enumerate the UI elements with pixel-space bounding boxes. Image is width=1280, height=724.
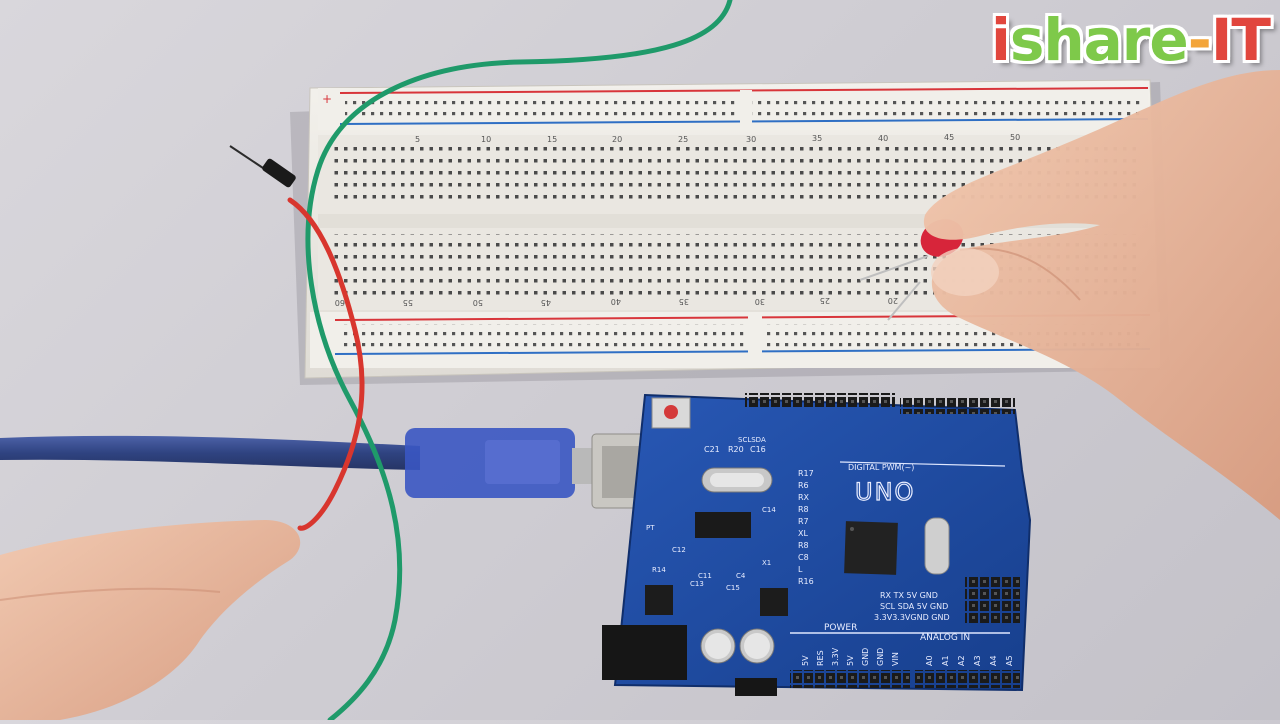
pin-label: A0 <box>925 655 934 666</box>
bb-bottom-number: 20 <box>888 296 898 305</box>
silk-label: R6 <box>798 481 809 490</box>
usb-serial-chip <box>695 512 751 538</box>
silk-label: R8 <box>798 541 809 550</box>
silk-label: R16 <box>798 577 814 586</box>
silk-label: R14 <box>652 566 666 574</box>
pin-label: A1 <box>941 655 950 666</box>
bb-top-number: 30 <box>746 135 756 144</box>
silk-label: C11 <box>698 572 712 580</box>
silk-label: L <box>798 565 803 574</box>
pin-label: A2 <box>957 655 966 666</box>
logo-part: share <box>1009 6 1189 74</box>
arduino-board <box>602 393 1032 696</box>
silk-label: XL <box>798 529 808 538</box>
top-header-left <box>745 393 895 409</box>
bb-bottom-number: 45 <box>541 298 551 307</box>
bb-bottom-number: 25 <box>820 296 830 305</box>
bb-top-number: 40 <box>878 134 888 143</box>
top-header-right <box>900 398 1015 414</box>
silk-label: C14 <box>762 506 776 514</box>
bb-top-number: 15 <box>547 135 557 144</box>
silk-label: R8 <box>798 505 809 514</box>
silk-label: C12 <box>672 546 686 554</box>
silk-label: C16 <box>750 445 766 454</box>
bb-bottom-number: 30 <box>755 297 765 306</box>
bb-top-number: 20 <box>612 135 622 144</box>
right-hand <box>923 70 1280 520</box>
uno-label: UNO <box>855 478 915 506</box>
bb-top-number: 25 <box>678 135 688 144</box>
left-hand <box>0 520 301 720</box>
silk-label: X1 <box>762 559 771 567</box>
red-jumper-wire <box>287 197 365 531</box>
bb-bottom-number: 40 <box>611 297 621 306</box>
bb-bottom-number: 50 <box>473 298 483 307</box>
bb-top-number: 5 <box>415 135 420 144</box>
green-jumper-wire <box>305 0 733 723</box>
silk-label: SCLSDA <box>738 436 766 444</box>
arduino-silkscreen: UNO DIGITAL PWM(~) POWER ANALOG IN C21 R… <box>646 436 970 643</box>
silk-label: C4 <box>736 572 746 580</box>
pin-label: A4 <box>989 655 998 666</box>
pin-label: RES <box>816 650 825 666</box>
logo-part: - <box>1187 6 1212 74</box>
silk-label: SCL SDA 5V GND <box>880 602 948 611</box>
ishare-it-logo: ishare-IT <box>990 6 1271 74</box>
bb-bottom-number: 60 <box>335 298 345 307</box>
silk-label: C8 <box>798 553 809 562</box>
power-label: POWER <box>824 623 857 633</box>
pin-label: A3 <box>973 655 982 666</box>
logo-part: IT <box>1210 6 1271 74</box>
power-header <box>790 670 910 688</box>
analog-pin-labels: A0 A1 A2 A3 A4 A5 <box>925 655 1014 666</box>
silk-label: RX TX 5V GND <box>880 591 938 600</box>
breadboard-top-numbers: 5 10 15 20 25 30 35 40 45 50 <box>415 133 1020 144</box>
bb-top-number: 10 <box>481 135 491 144</box>
analog-label: ANALOG IN <box>920 633 970 643</box>
dc-power-jack <box>602 625 687 680</box>
breadboard-bottom-numbers: 60 55 50 45 40 35 30 25 20 <box>335 296 898 307</box>
silk-label: PT <box>646 524 655 532</box>
pin-label: 3.3V <box>831 647 840 666</box>
pin-label: A5 <box>1005 655 1014 666</box>
pin-label: 5V <box>801 655 810 666</box>
silk-label: C15 <box>726 584 740 592</box>
digital-label: DIGITAL PWM(~) <box>848 463 914 472</box>
wire-pin-end <box>229 145 296 188</box>
logo-part: i <box>990 6 1011 74</box>
analog-header <box>915 670 1020 688</box>
microcontroller-chip <box>844 521 898 575</box>
power-pin-labels: 5V RES 3.3V 5V GND GND VIN <box>801 647 900 666</box>
icsp-header <box>965 575 1020 625</box>
silk-label: R17 <box>798 469 814 478</box>
silk-label: 3.3V3.3VGND GND <box>874 613 950 622</box>
silk-label: C13 <box>690 580 704 588</box>
pin-label: GND <box>861 648 870 666</box>
silk-label: RX <box>798 493 810 502</box>
silk-label: C21 <box>704 445 720 454</box>
pin-label: VIN <box>891 652 900 666</box>
pin-label: GND <box>876 648 885 666</box>
bb-top-number: 35 <box>812 134 822 143</box>
pin-label: 5V <box>846 655 855 666</box>
silk-label: R7 <box>798 517 809 526</box>
bb-bottom-number: 55 <box>403 298 413 307</box>
silk-label: R20 <box>728 445 744 454</box>
svg-text:+: + <box>322 92 332 106</box>
bb-top-number: 50 <box>1010 133 1020 142</box>
bb-bottom-number: 35 <box>679 297 689 306</box>
bb-top-number: 45 <box>944 133 954 142</box>
